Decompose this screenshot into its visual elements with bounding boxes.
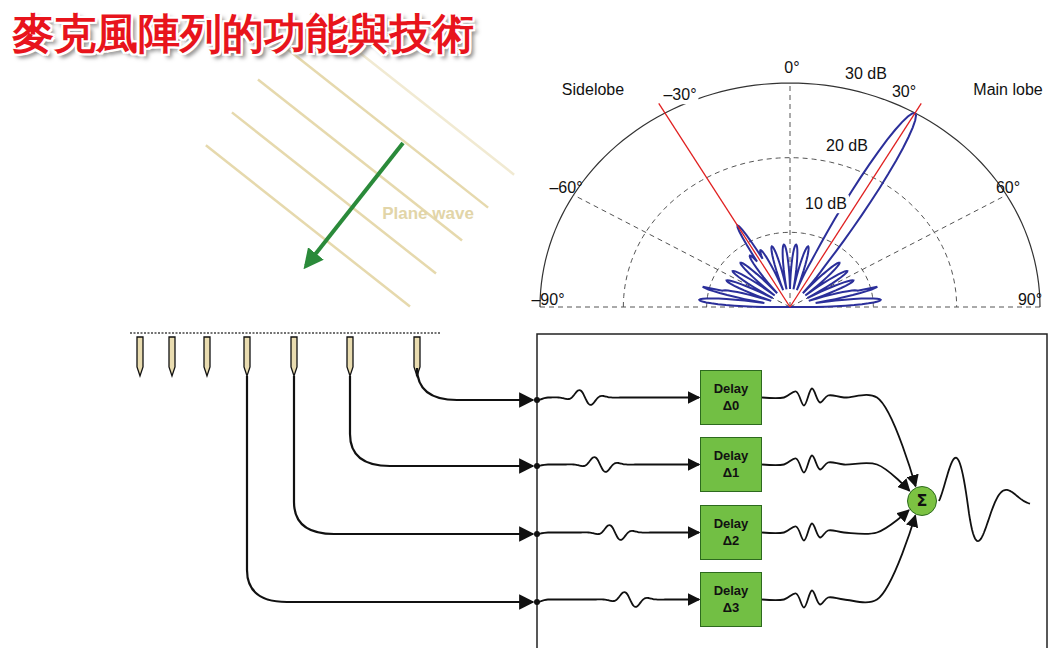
output-waveform xyxy=(939,458,1030,541)
delay-label: Delay Δ0 xyxy=(708,381,754,414)
delay-box: Delay Δ2 xyxy=(700,505,762,560)
microphone xyxy=(204,337,210,376)
polar-label: Main lobe xyxy=(973,81,1042,99)
delay-box: Delay Δ3 xyxy=(700,572,762,627)
signal-connector xyxy=(762,510,909,540)
waveforms xyxy=(539,390,1030,607)
polar-label: 90° xyxy=(1018,291,1042,309)
input-waveform xyxy=(539,592,699,607)
array-baseline xyxy=(130,332,440,334)
mic-wire xyxy=(350,376,533,466)
polar-outer-ring xyxy=(540,83,1040,307)
polar-label: 30° xyxy=(892,83,916,101)
polar-label: 30 dB xyxy=(845,65,887,83)
polar-label: 10 dB xyxy=(803,195,849,213)
polar-label: Sidelobe xyxy=(562,81,624,99)
beam-pattern xyxy=(699,113,916,307)
delay-label: Delay Δ2 xyxy=(708,516,754,549)
wavefront-line xyxy=(284,46,488,207)
mic-wire xyxy=(247,376,533,602)
polar-label: 0° xyxy=(784,59,799,77)
delay-box: Delay Δ0 xyxy=(700,370,762,425)
microphone xyxy=(291,337,297,376)
input-waveform xyxy=(539,390,699,405)
signal-connector xyxy=(762,388,916,486)
polar-label: –90° xyxy=(531,291,564,309)
polar-label: 20 dB xyxy=(824,137,870,155)
title: 麥克風陣列的功能與技術 xyxy=(12,6,474,62)
lobe-direction-line xyxy=(790,103,921,307)
signal-connector xyxy=(762,455,910,490)
polar-label: –60° xyxy=(549,179,582,197)
polar-label: –30° xyxy=(661,86,698,104)
microphone xyxy=(137,337,143,376)
wavefront-line xyxy=(232,112,436,273)
summing-circle: Σ xyxy=(907,486,937,516)
signal-connector xyxy=(762,516,915,608)
mic-wire xyxy=(417,368,533,400)
microphone xyxy=(244,337,250,376)
polar-plot xyxy=(540,83,1040,307)
mic-wire xyxy=(294,376,533,534)
beamformer-box xyxy=(537,334,1047,648)
microphone xyxy=(347,337,353,376)
input-waveform xyxy=(539,457,699,472)
polar-label: 60° xyxy=(996,179,1020,197)
lobe-direction-line xyxy=(659,103,790,307)
input-wires xyxy=(247,368,540,605)
wave-label: Plane wave xyxy=(382,205,474,224)
delay-label: Delay Δ1 xyxy=(708,448,754,481)
microphone xyxy=(169,337,175,376)
sum-symbol: Σ xyxy=(917,493,928,509)
delay-box: Delay Δ1 xyxy=(700,437,762,492)
input-waveform xyxy=(539,525,699,540)
wavefront-line xyxy=(206,145,410,306)
microphone-array xyxy=(137,337,420,376)
delay-label: Delay Δ3 xyxy=(708,583,754,616)
